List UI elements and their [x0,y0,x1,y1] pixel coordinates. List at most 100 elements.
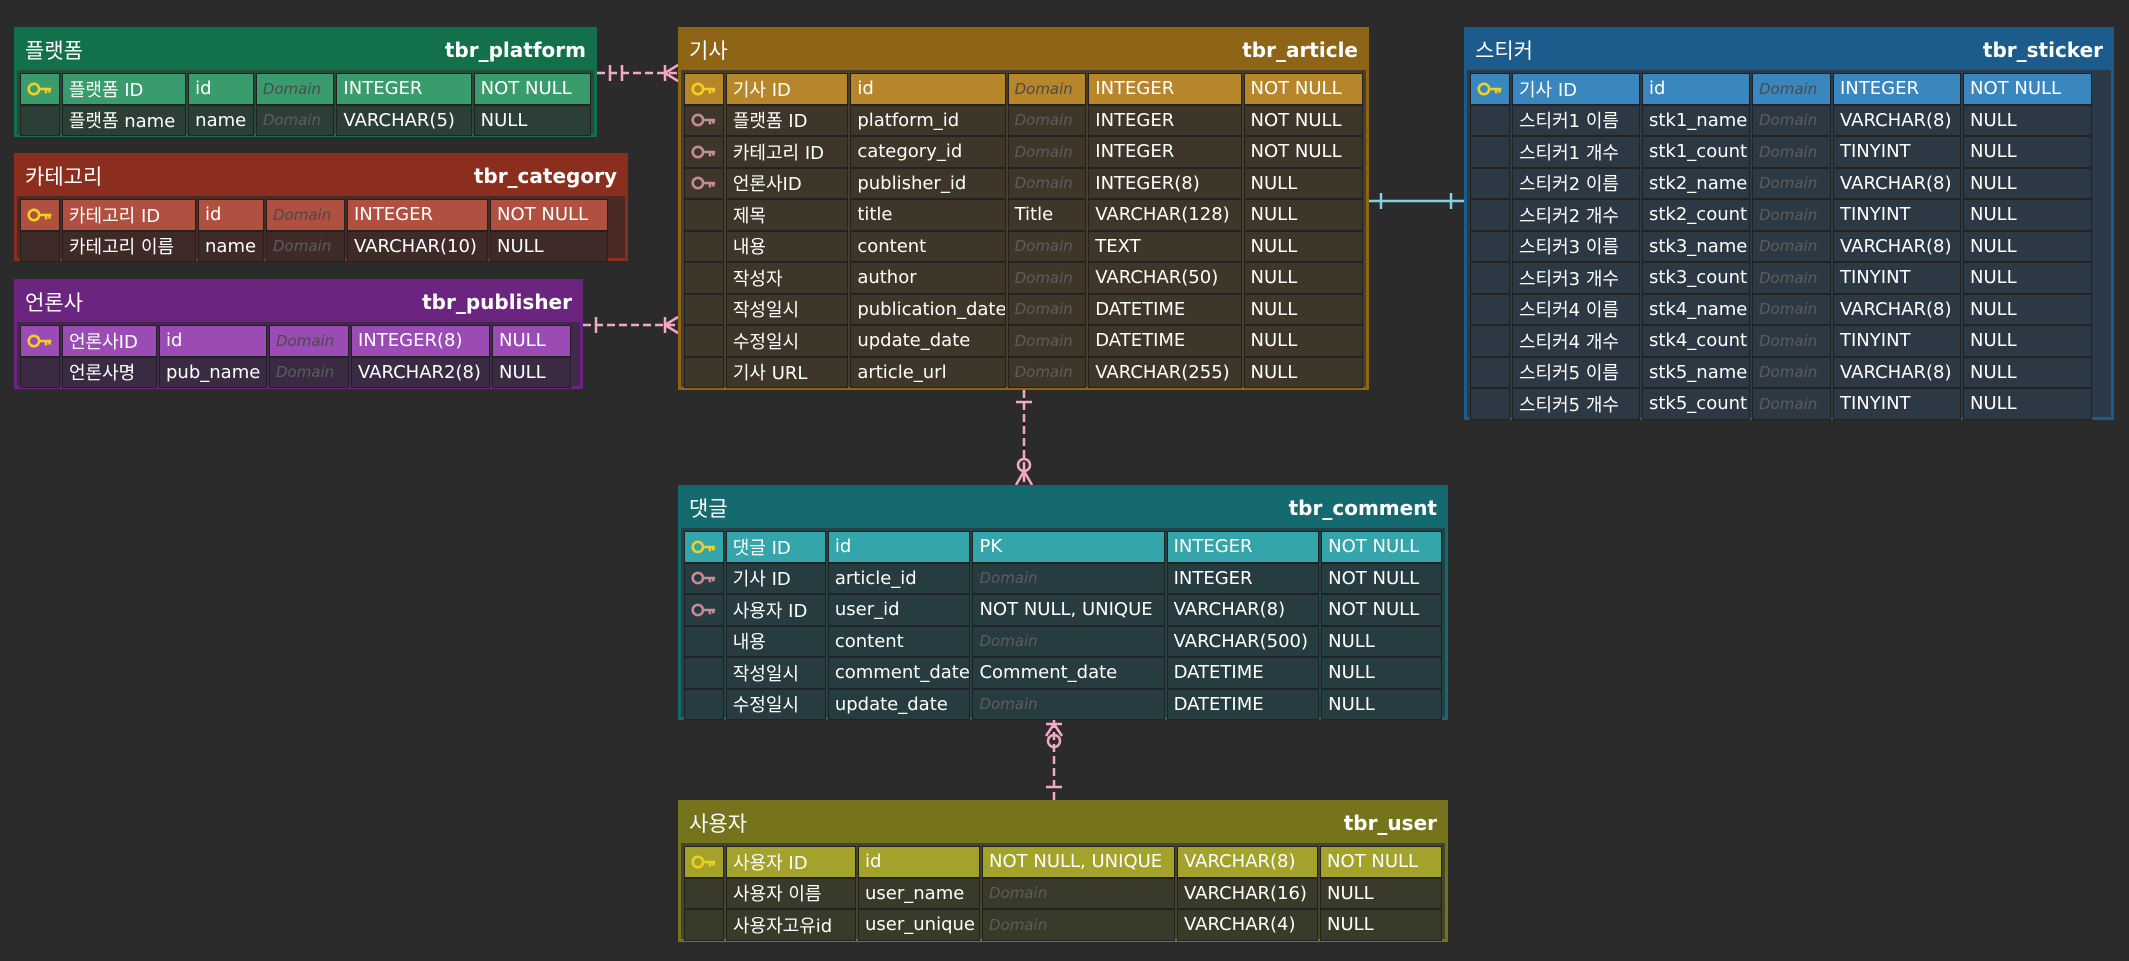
column-logical-name: 스티커2 이름 [1512,167,1640,199]
column-logical-name: 댓글 ID [725,531,826,563]
column-datatype: INTEGER [1088,136,1242,168]
column-nullability: NULL [1321,625,1443,657]
column-physical-name: publication_date [850,293,1006,325]
primary-key-icon [684,846,724,878]
column-domain: Domain [1752,199,1831,231]
column-domain: Domain [1007,167,1087,199]
entity-table-name: tbr_comment [1288,496,1437,520]
foreign-key-icon [684,562,724,594]
primary-key-icon [20,325,60,357]
entity-header: 댓글 tbr_comment [681,488,1445,528]
primary-key-icon [20,199,60,231]
column-physical-name: user_unique [858,909,980,941]
primary-key-icon [684,531,724,563]
column-domain: Domain [1752,167,1831,199]
column-nullability: NOT NULL [1321,562,1443,594]
entity-table-name: tbr_platform [444,38,586,62]
column-domain: Domain [1007,325,1087,357]
primary-key-icon [1470,73,1510,105]
column-physical-name: id [188,73,254,105]
column-nullability: NOT NULL [1963,73,2092,105]
column-domain: Domain [1007,104,1087,136]
column-domain: Domain [255,73,335,105]
key-cell [684,657,724,689]
column-datatype: VARCHAR(8) [1833,104,1961,136]
column-logical-name: 사용자고유id [726,909,856,941]
column-datatype: INTEGER [1088,73,1242,105]
key-cell [1470,230,1510,262]
column-physical-name: id [1642,73,1750,105]
column-domain: Domain [1752,262,1831,294]
column-logical-name: 사용자 ID [726,846,856,878]
column-datatype: INTEGER [336,73,472,105]
key-cell [1470,293,1510,325]
column-logical-name: 기사 URL [725,356,849,388]
column-physical-name: stk3_count [1642,262,1750,294]
column-datatype: INTEGER [1088,104,1242,136]
column-nullability: NULL [1321,688,1443,720]
column-logical-name: 카테고리 ID [62,199,196,231]
column-physical-name: user_name [858,877,980,909]
column-logical-name: 내용 [725,230,849,262]
entity-logical-name: 스티커 [1475,39,1533,63]
key-cell [20,230,60,262]
column-physical-name: id [827,531,971,563]
key-cell [684,356,724,388]
column-physical-name: stk4_name [1642,293,1750,325]
column-physical-name: article_id [827,562,971,594]
foreign-key-icon [684,167,724,199]
column-logical-name: 카테고리 ID [725,136,849,168]
column-domain: Domain [1752,388,1831,420]
foreign-key-icon [684,136,724,168]
column-physical-name: stk2_name [1642,167,1750,199]
column-physical-name: content [827,625,971,657]
column-physical-name: stk4_count [1642,325,1750,357]
